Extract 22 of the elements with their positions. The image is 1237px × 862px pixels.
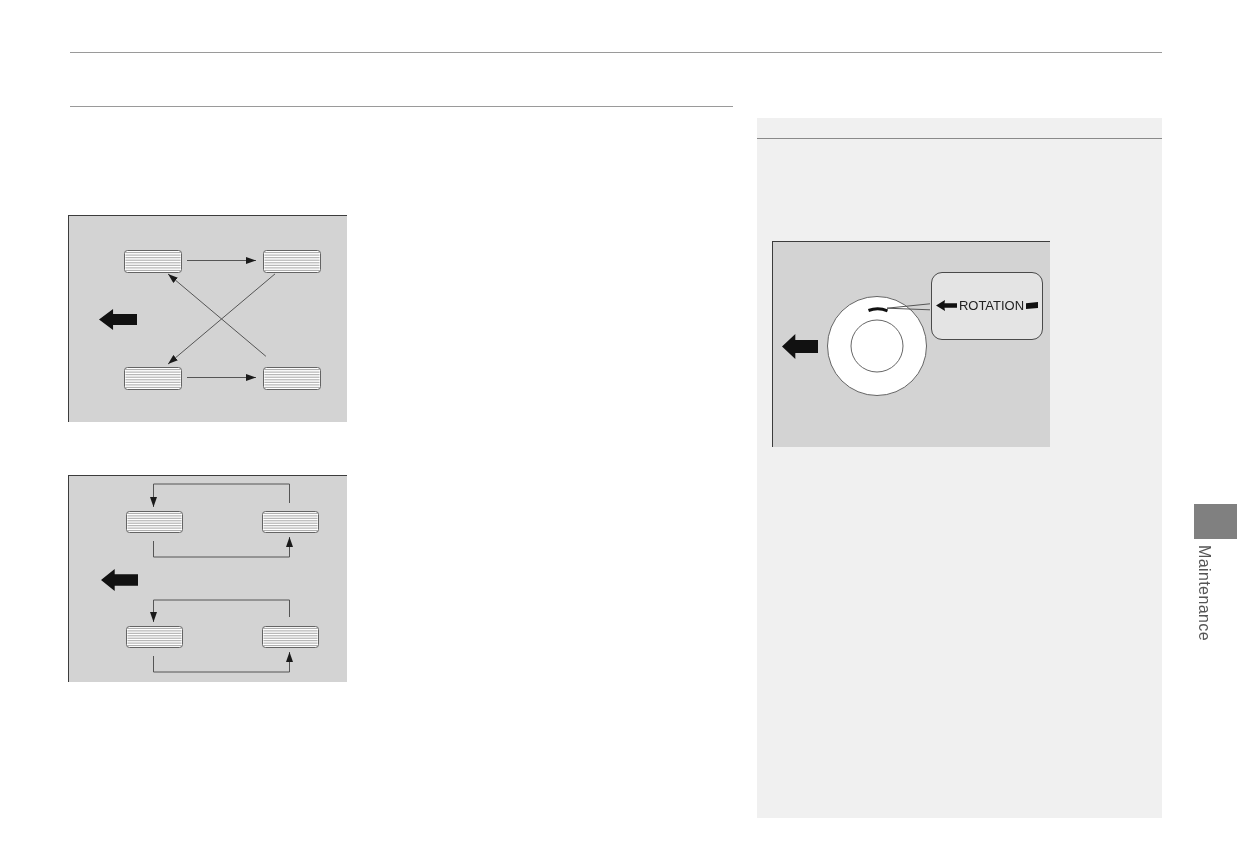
- tire-icon: [827, 296, 927, 396]
- arrow: [149, 483, 290, 507]
- arrow: [167, 272, 266, 357]
- arrow: [152, 651, 293, 672]
- tire-icon: [126, 511, 183, 533]
- tire-icon: [262, 626, 319, 648]
- tire-icon: [263, 250, 321, 273]
- tire-icon: [124, 250, 182, 273]
- rotation-mark: [868, 308, 888, 311]
- arrow: [152, 536, 293, 557]
- section-label: Maintenance: [1195, 545, 1213, 642]
- arrow: [186, 256, 256, 264]
- callout-box: [931, 272, 1043, 340]
- tire-icon: [263, 367, 321, 390]
- leader-line: [886, 302, 930, 310]
- arrow: [186, 373, 256, 381]
- tire-icon: [126, 626, 183, 648]
- arrow: [149, 599, 290, 622]
- tire-icon: [262, 511, 319, 533]
- marking-text: ROTATION: [958, 297, 1025, 313]
- arrow: [167, 272, 275, 365]
- tire-icon: [124, 367, 182, 390]
